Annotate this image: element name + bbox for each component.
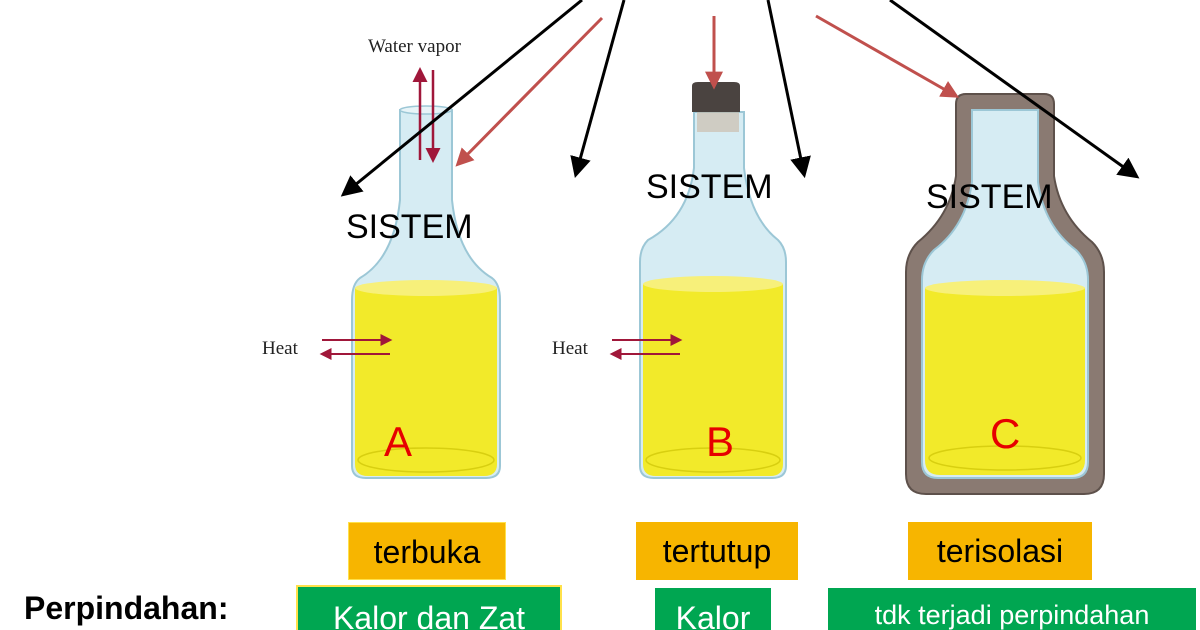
flask-letter-b: B	[706, 418, 735, 465]
boundary-pointer-arrows	[455, 14, 960, 167]
flask-letter-c: C	[990, 410, 1021, 457]
cork	[692, 82, 740, 112]
transfer-isolated-box: tdk terjadi perpindahan	[828, 588, 1196, 630]
system-pointer-arrows	[340, 0, 1140, 197]
transfer-closed-box: Kalor	[655, 588, 771, 630]
type-isolated-box: terisolasi	[908, 522, 1092, 580]
system-label-c: SISTEM	[926, 178, 1053, 216]
flask-c-isolated	[905, 93, 1105, 495]
transfer-heading: Perpindahan:	[24, 590, 229, 626]
type-open-box: terbuka	[348, 522, 506, 580]
flask-letter-a: A	[384, 418, 413, 465]
water-vapor-label: Water vapor	[368, 36, 461, 57]
heat-label-a: Heat	[262, 338, 298, 359]
flask-a-open	[319, 67, 501, 479]
transfer-open-box: Kalor dan Zat	[296, 585, 562, 630]
system-label-a: SISTEM	[346, 208, 473, 246]
system-label-b: SISTEM	[646, 168, 773, 206]
type-closed-box: tertutup	[636, 522, 798, 580]
flask-b-closed	[609, 82, 787, 479]
heat-label-b: Heat	[552, 338, 588, 359]
